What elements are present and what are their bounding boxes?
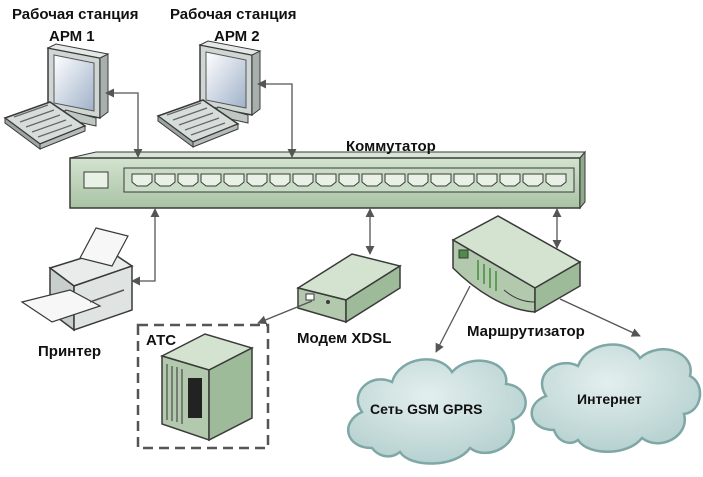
workstation-1-label-line2: АРМ 1 [49,28,95,45]
keyboard-icon [156,99,240,148]
switch-port [154,173,176,187]
gsm-network-label: Сеть GSM GPRS [370,401,483,417]
pbx-dashed-frame [136,323,270,450]
cloud-icon [530,343,702,453]
switch-port [499,173,521,187]
switch-port [246,173,268,187]
modem-icon [296,253,402,324]
router: Маршрутизатор [451,215,585,340]
workstation-1-label-line1: Рабочая станция [12,6,138,23]
switch-port [223,173,245,187]
switch-port [545,173,567,187]
gsm-network-cloud: Сеть GSM GPRS [346,358,527,465]
switch: Коммутатор [69,138,587,210]
printer-icon [20,227,134,332]
printer-label: Принтер [38,343,101,360]
switch-port [453,173,475,187]
router-icon [451,215,582,314]
switch-icon [69,150,587,210]
switch-port [269,173,291,187]
connection-switch-printer [131,208,160,286]
workstation-1: Рабочая станция АРМ 1 [3,6,138,150]
connections [105,79,641,353]
internet-label: Интернет [577,391,642,407]
monitor-icon [46,43,110,127]
switch-label: Коммутатор [346,138,436,155]
workstation-2-label-line1: Рабочая станция [170,6,296,23]
pbx-label: АТС [146,332,176,349]
switch-port [522,173,544,187]
keyboard-icon [3,101,87,150]
connection-router-gsm [435,285,471,353]
workstation-2: Рабочая станция АРМ 2 [156,6,296,148]
router-label: Маршрутизатор [467,323,585,340]
switch-port [338,173,360,187]
switch-port [292,173,314,187]
switch-port [384,173,406,187]
switch-port [407,173,429,187]
workstation-2-label-line2: АРМ 2 [214,28,260,45]
connection-ws1-switch [105,88,143,158]
modem-label: Модем XDSL [297,330,391,347]
connection-router-internet [559,298,641,337]
pbx-icon [159,333,255,442]
switch-ports [131,173,567,187]
printer: Принтер [20,227,134,360]
switch-port [131,173,153,187]
switch-port [361,173,383,187]
switch-port [200,173,222,187]
pbx: АТС [136,323,270,450]
modem: Модем XDSL [296,253,402,347]
internet-cloud: Интернет [530,343,702,453]
cloud-icon [346,358,527,465]
connection-ws2-switch [257,79,297,158]
connection-modem-pbx [257,300,313,325]
switch-port [177,173,199,187]
switch-port [476,173,498,187]
switch-port [315,173,337,187]
switch-port [430,173,452,187]
monitor-icon [198,40,262,124]
